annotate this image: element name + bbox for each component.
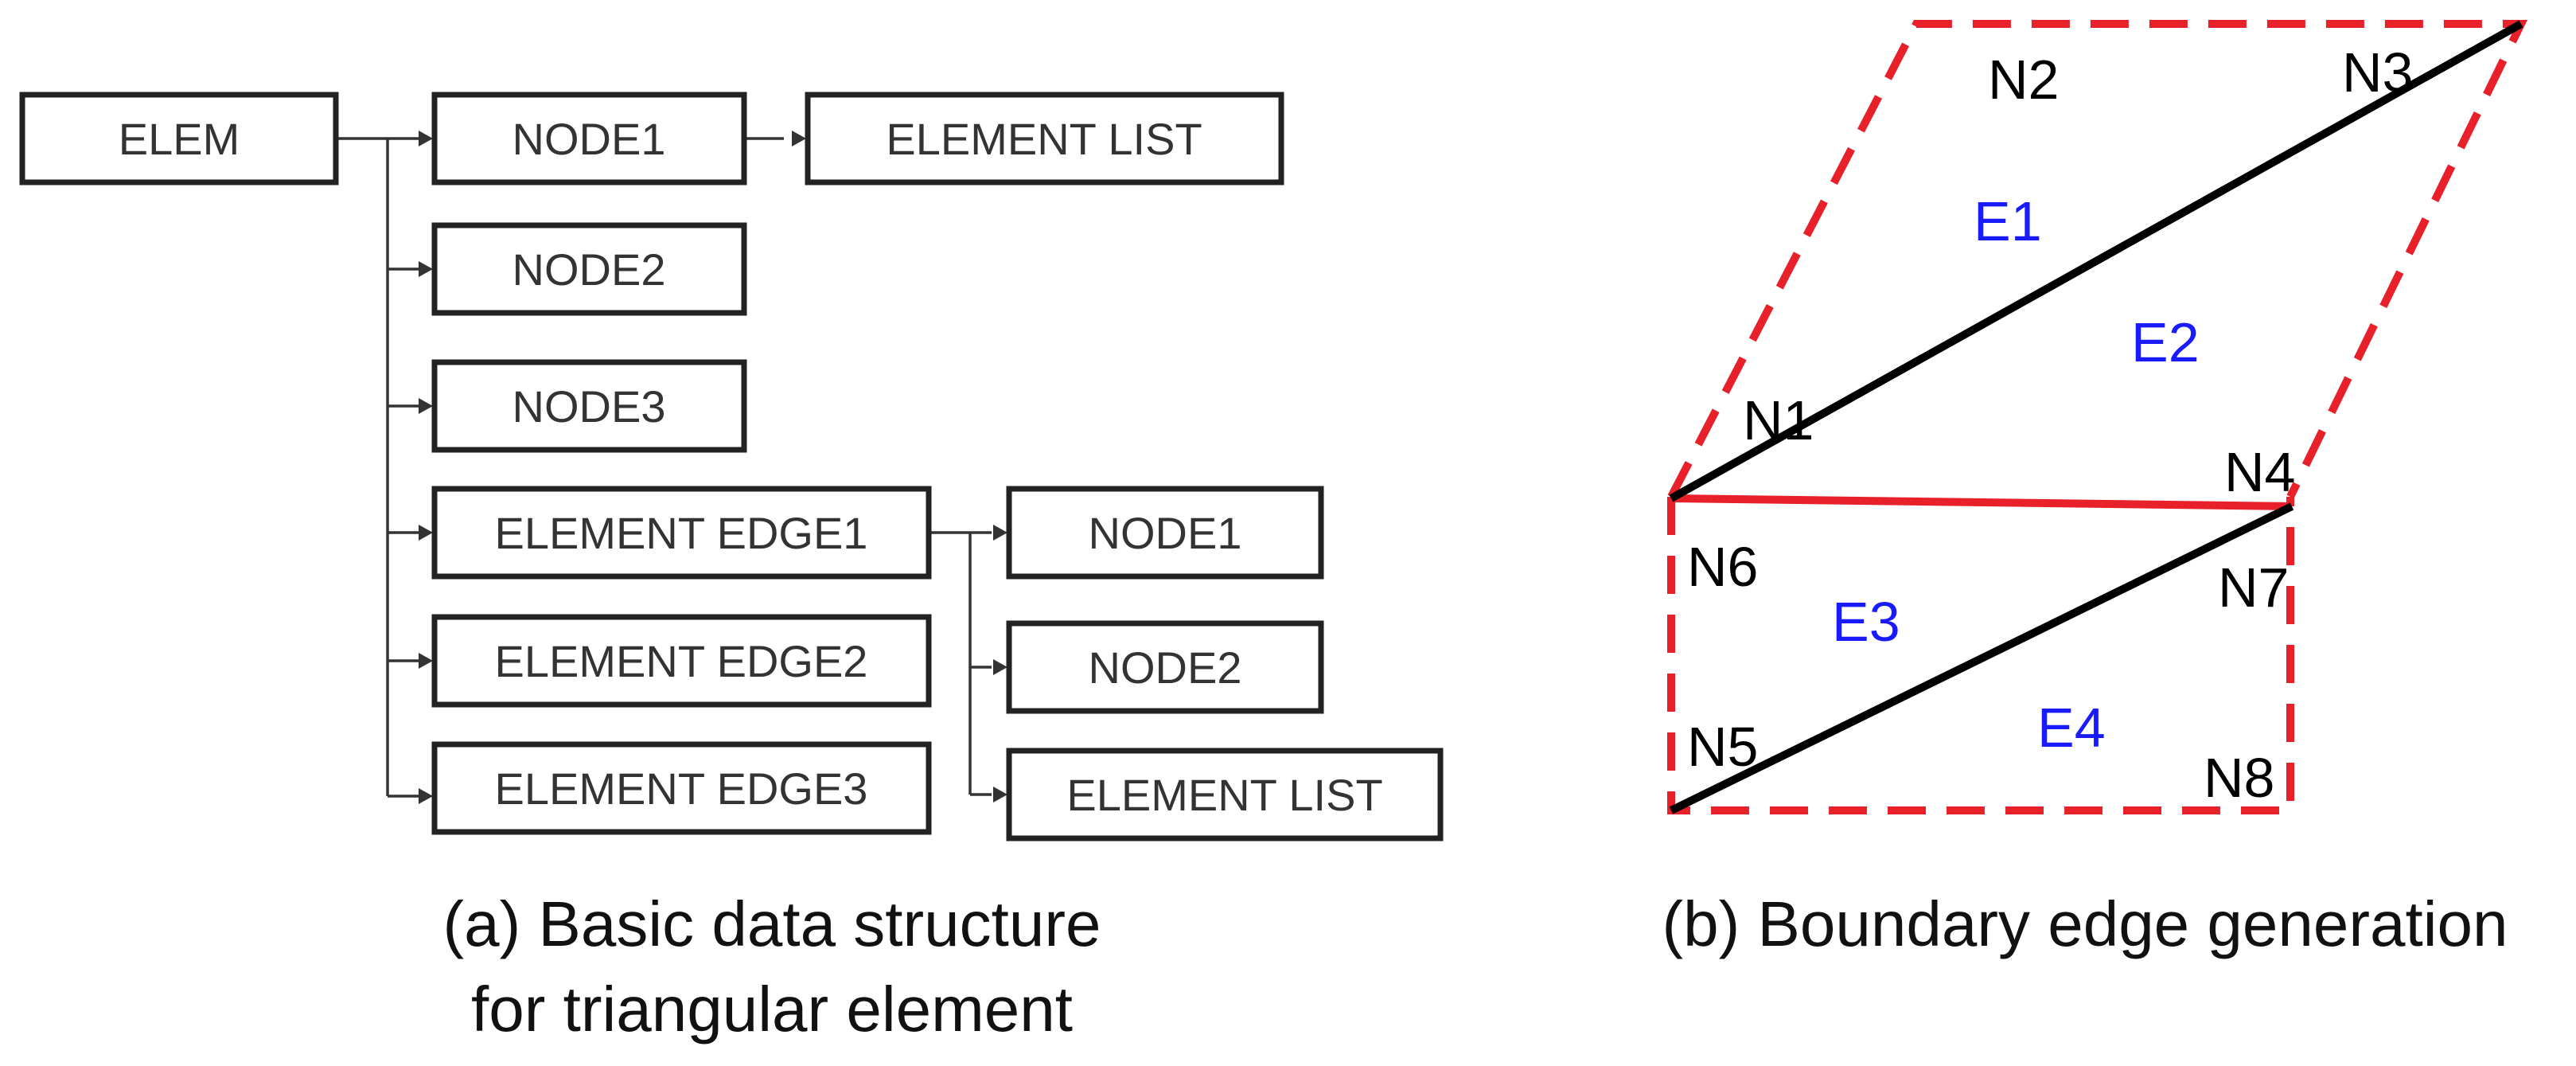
svg-text:NODE2: NODE2 [1089,642,1242,693]
boundary-shared-edge [1670,494,2293,510]
svg-text:NODE3: NODE3 [512,381,666,431]
node-label-n4: N4 [2224,441,2295,503]
diagonal-edge-n1-n3 [1669,20,2523,502]
boundary-dashed-lower [1667,497,2294,814]
caption-a-line1: (a) Basic data structure [443,888,1101,959]
node-label-n1: N1 [1743,389,1814,451]
svg-text:NODE1: NODE1 [512,114,666,164]
tree-arrowheads [419,131,1007,804]
node-label-n2: N2 [1988,49,2059,111]
boundary-dashed-outline [1667,20,2528,499]
element-label-e2: E2 [2131,311,2200,373]
svg-text:ELEMENT LIST: ELEMENT LIST [886,114,1202,164]
box-node1: NODE1 [431,92,747,185]
caption-b: (b) Boundary edge generation [1662,888,2508,959]
element-label-e4: E4 [2037,697,2106,759]
box-element-edge3: ELEMENT EDGE3 [431,741,932,835]
box-edge-node1: NODE1 [1006,486,1324,580]
caption-a-line2: for triangular element [471,974,1073,1045]
node-label-n3: N3 [2342,41,2413,103]
box-node3: NODE3 [431,359,747,453]
box-edge-node2: NODE2 [1006,620,1324,714]
box-element-list: ELEMENT LIST [805,92,1284,185]
box-element-edge2: ELEMENT EDGE2 [431,614,932,708]
tree-connectors [336,137,992,798]
data-structure-diagram: ELEM NODE1 ELEMENT LIST NODE2 NODE3 ELEM… [19,92,1444,1045]
diagonal-edge-n5-n4 [1669,502,2294,814]
node-label-n7: N7 [2218,556,2289,619]
svg-text:NODE1: NODE1 [1089,508,1242,558]
element-label-e1: E1 [1974,190,2042,252]
element-label-e3: E3 [1832,591,1900,653]
svg-text:NODE2: NODE2 [512,244,666,295]
box-elem: ELEM [19,92,339,185]
node-label-n5: N5 [1687,716,1758,778]
svg-text:ELEMENT LIST: ELEMENT LIST [1066,770,1382,820]
svg-text:ELEMENT EDGE3: ELEMENT EDGE3 [495,763,868,814]
svg-text:ELEMENT EDGE2: ELEMENT EDGE2 [495,636,868,686]
box-element-edge1: ELEMENT EDGE1 [431,486,932,580]
svg-text:ELEM: ELEM [119,114,240,164]
node-label-n6: N6 [1687,536,1758,598]
boundary-edge-diagram: N1 N2 N3 N4 N5 N6 N7 N8 E1 E2 E3 E4 (b) … [1662,20,2528,959]
box-edge-element-list: ELEMENT LIST [1006,748,1444,841]
node-label-n8: N8 [2204,747,2274,809]
svg-text:ELEMENT EDGE1: ELEMENT EDGE1 [495,508,868,558]
box-node2: NODE2 [431,222,747,316]
